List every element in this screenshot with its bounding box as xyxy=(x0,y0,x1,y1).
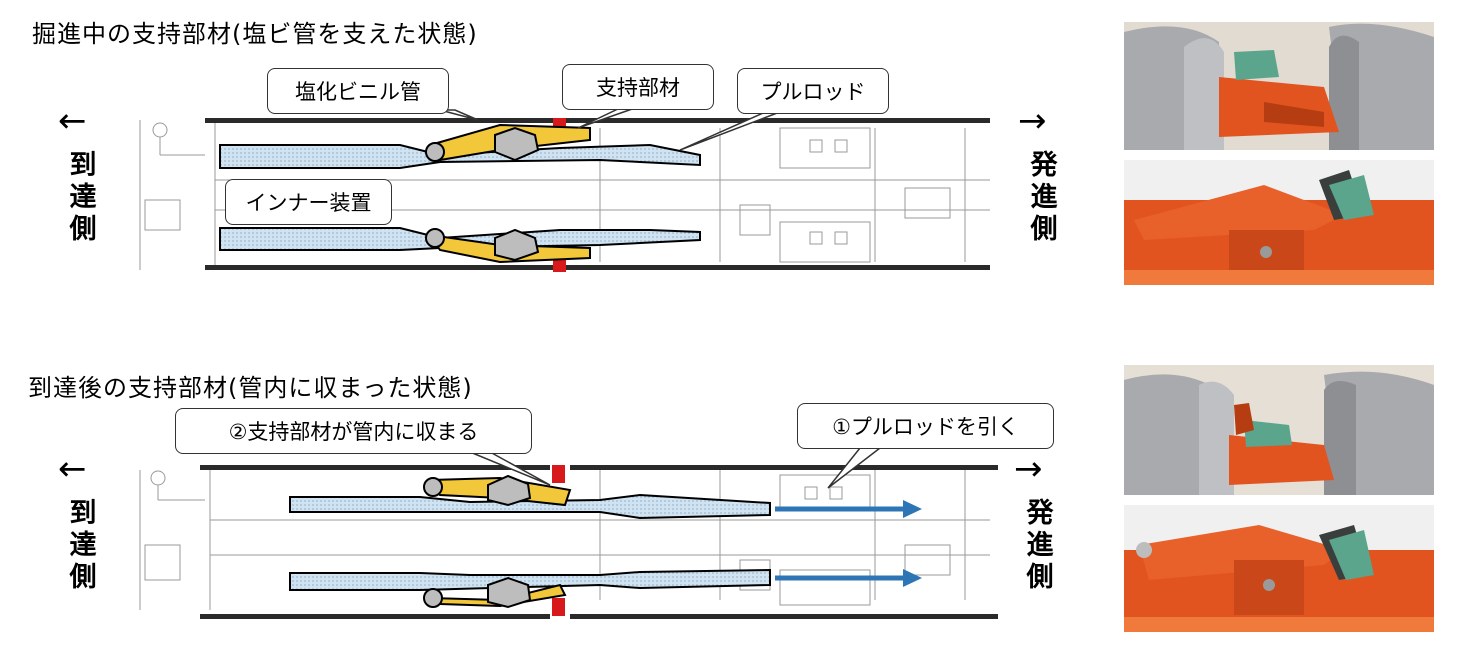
flange-top xyxy=(552,465,565,483)
photo-pipe-support-drilling xyxy=(1124,22,1434,150)
callout-support-retracted: ②支持部材が管内に収まる xyxy=(175,408,532,454)
support-block-lower xyxy=(494,228,540,262)
diagram-drilling xyxy=(139,107,990,272)
arrow-left-icon: ← xyxy=(58,101,87,141)
photo-pipe-support-arrived xyxy=(1124,365,1434,495)
callout-pull-rod-action: ①プルロッドを引く xyxy=(797,403,1054,449)
arrow-left-icon: ← xyxy=(58,449,87,489)
pivot-upper xyxy=(423,477,443,497)
pvc-pipe-bottom-wall xyxy=(205,265,990,270)
callout-pvc-pipe: 塩化ビニル管 xyxy=(267,68,449,114)
arrow-right-icon: → xyxy=(1014,449,1043,489)
section2-title: 到達後の支持部材(管内に収まった状態) xyxy=(28,374,473,402)
pivot-lower xyxy=(423,588,443,608)
pull-rod-upper xyxy=(289,493,771,520)
side-label-arrival: 到達側 xyxy=(69,150,97,245)
pivot-lower xyxy=(425,228,445,248)
side-label-departure: 発進側 xyxy=(1030,150,1058,245)
pivot-upper xyxy=(425,142,445,162)
pull-direction-arrows xyxy=(775,500,922,587)
pipe-wall-top-left xyxy=(200,465,550,470)
pipe-wall-bottom-right xyxy=(570,614,998,619)
support-block-upper xyxy=(494,126,540,162)
flange-bottom xyxy=(552,598,565,616)
photo-support-retracted xyxy=(1124,505,1434,632)
side-label-departure: 発進側 xyxy=(1026,498,1054,593)
section1-title: 掘進中の支持部材(塩ビ管を支えた状態) xyxy=(32,20,478,48)
callout-inner-device: インナー装置 xyxy=(225,179,392,225)
callout-support-member: 支持部材 xyxy=(562,64,714,110)
callout-pointers xyxy=(469,447,883,489)
pipe-wall-top-right xyxy=(570,465,998,470)
flange-bottom xyxy=(553,258,566,272)
callout-pull-rod: プルロッド xyxy=(737,68,889,114)
pull-rod-lower xyxy=(289,568,771,591)
arrow-right-icon: → xyxy=(1018,101,1047,141)
support-block-upper xyxy=(487,474,532,507)
diagram-arrival xyxy=(139,447,998,619)
photo-support-extended xyxy=(1124,160,1434,285)
support-block-lower xyxy=(487,576,532,609)
pipe-wall-bottom-left xyxy=(200,614,550,619)
side-label-arrival: 到達側 xyxy=(69,498,97,593)
